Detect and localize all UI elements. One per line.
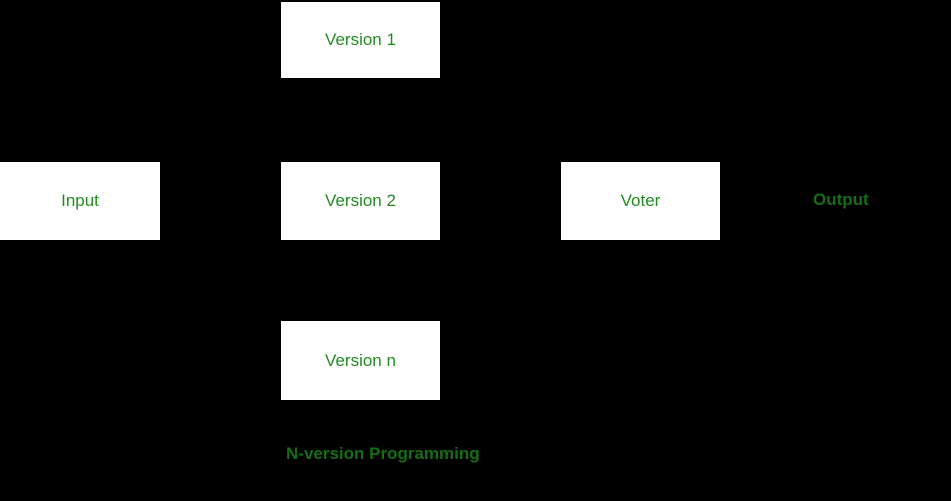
version-2-box: Version 2 bbox=[281, 162, 440, 240]
voter-box: Voter bbox=[561, 162, 720, 240]
version-1-box-label: Version 1 bbox=[325, 30, 396, 49]
version-n-box: Version n bbox=[281, 321, 440, 400]
input-box: Input bbox=[0, 162, 160, 240]
output-label: Output bbox=[813, 190, 869, 209]
voter-box-label: Voter bbox=[620, 191, 661, 210]
version-1-box: Version 1 bbox=[281, 2, 440, 78]
version-2-box-label: Version 2 bbox=[325, 191, 396, 210]
version-n-box-label: Version n bbox=[325, 350, 396, 370]
input-box-label: Input bbox=[61, 191, 99, 210]
diagram-caption: N-version Programming bbox=[286, 444, 480, 463]
